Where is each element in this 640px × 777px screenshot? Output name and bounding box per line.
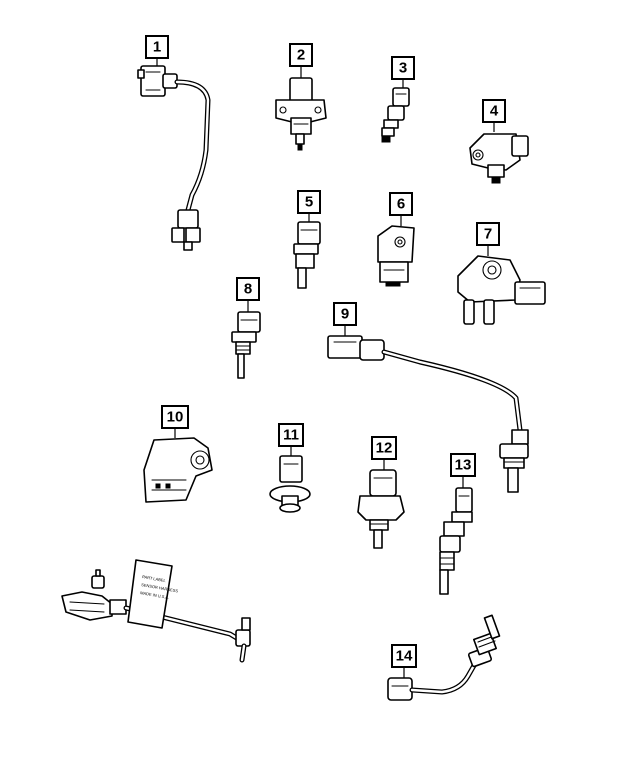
svg-text:11: 11 [283, 427, 299, 444]
part-14-exhaust-temperature-sensor[interactable] [387, 614, 501, 701]
svg-text:10: 10 [167, 409, 184, 426]
svg-text:7: 7 [484, 226, 492, 243]
part-11-oil-pressure-switch[interactable] [269, 455, 311, 513]
part-10-map-sensor[interactable] [143, 437, 213, 503]
callout-6[interactable]: 6 [389, 192, 413, 216]
svg-text:SENSOR HARNESS: SENSOR HARNESS [141, 582, 179, 593]
part-8-coolant-sensor[interactable] [231, 311, 261, 379]
part-3-sensor[interactable] [381, 87, 410, 143]
svg-text:9: 9 [341, 306, 349, 323]
callout-12[interactable]: 12 [371, 436, 397, 460]
svg-text:14: 14 [396, 648, 413, 665]
svg-text:2: 2 [297, 47, 305, 64]
callout-4[interactable]: 4 [482, 99, 506, 123]
sensor-harness[interactable]: PART LABEL SENSOR HARNESS MADE IN U.S.A. [61, 559, 251, 663]
svg-text:12: 12 [376, 440, 393, 457]
callout-8[interactable]: 8 [236, 277, 260, 301]
callout-10[interactable]: 10 [161, 405, 189, 429]
svg-text:3: 3 [399, 60, 407, 77]
part-6-pressure-sensor[interactable] [377, 225, 415, 287]
callout-14[interactable]: 14 [391, 644, 417, 668]
part-5-temperature-sensor[interactable] [293, 221, 321, 289]
svg-text:4: 4 [490, 103, 499, 120]
svg-text:13: 13 [455, 457, 472, 474]
part-13-temperature-sensor[interactable] [439, 487, 473, 595]
svg-text:PART LABEL: PART LABEL [142, 574, 167, 583]
svg-text:6: 6 [397, 196, 405, 213]
part-7-differential-pressure-sensor[interactable] [457, 255, 546, 325]
callout-9[interactable]: 9 [333, 302, 357, 326]
part-12-pressure-sensor[interactable] [357, 469, 405, 549]
svg-text:1: 1 [153, 39, 161, 56]
part-2-pressure-sensor[interactable] [275, 77, 327, 151]
part-1-wired-sensor[interactable] [137, 65, 211, 251]
part-9-exhaust-temperature-sensor[interactable] [327, 335, 529, 493]
callout-11[interactable]: 11 [278, 423, 304, 447]
callout-13[interactable]: 13 [450, 453, 476, 477]
svg-text:MADE IN U.S.A.: MADE IN U.S.A. [140, 590, 170, 600]
callout-3[interactable]: 3 [391, 56, 415, 80]
callout-2[interactable]: 2 [289, 43, 313, 67]
part-4-map-sensor[interactable] [469, 133, 529, 184]
callout-1[interactable]: 1 [145, 35, 169, 59]
callout-7[interactable]: 7 [476, 222, 500, 246]
callout-5[interactable]: 5 [297, 190, 321, 214]
svg-text:8: 8 [244, 281, 252, 298]
svg-text:5: 5 [305, 194, 313, 211]
